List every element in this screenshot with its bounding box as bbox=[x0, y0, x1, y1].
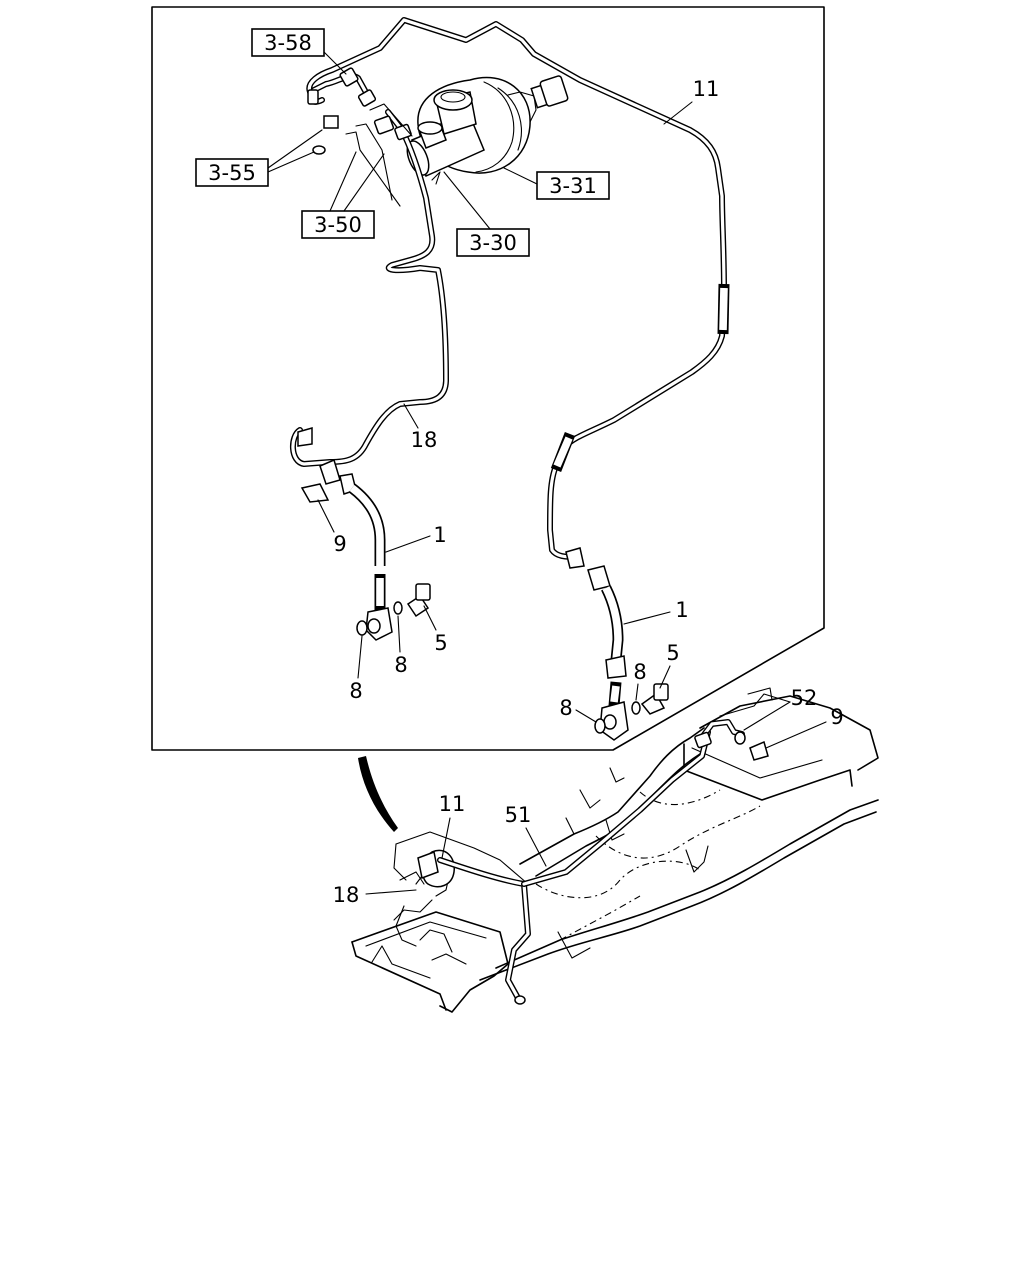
callout-8-left-a: 8 bbox=[394, 653, 407, 677]
ref-box-3-50[interactable]: 3-50 bbox=[301, 210, 375, 239]
leader-5-right bbox=[659, 665, 671, 689]
leader-5-left bbox=[423, 605, 437, 631]
callout-1-left: 1 bbox=[433, 523, 446, 547]
ref-box-label: 3-50 bbox=[314, 213, 362, 237]
leader-52 bbox=[743, 701, 791, 731]
chassis-frame bbox=[351, 687, 879, 1013]
callout-18-bottom: 18 bbox=[333, 883, 360, 907]
callout-52: 52 bbox=[791, 686, 818, 710]
master-cylinder bbox=[406, 89, 485, 185]
leader-8-right-a bbox=[635, 683, 639, 701]
leader-9-left bbox=[317, 499, 335, 533]
right-banjo-bolt-and-washers bbox=[594, 683, 669, 734]
detail-pointer-arrow bbox=[358, 756, 398, 832]
callout-5-left: 5 bbox=[434, 631, 447, 655]
leader-1-right bbox=[623, 611, 671, 625]
rear-brake-pipe-11 bbox=[547, 283, 730, 560]
leader-8-right-b bbox=[575, 709, 597, 723]
ref-box-label: 3-30 bbox=[469, 231, 517, 255]
callout-1-right: 1 bbox=[675, 598, 688, 622]
ref-box-3-31[interactable]: 3-31 bbox=[536, 171, 610, 200]
leader-18-bottom bbox=[365, 889, 417, 895]
ref-box-3-30[interactable]: 3-30 bbox=[456, 228, 530, 257]
right-brake-hose-assembly bbox=[565, 547, 629, 741]
callout-9-left: 9 bbox=[333, 532, 346, 556]
leader-51 bbox=[525, 827, 547, 867]
left-banjo-bolt-and-washers bbox=[356, 583, 431, 636]
callout-11-top: 11 bbox=[693, 77, 720, 101]
ref-box-label: 3-55 bbox=[208, 161, 256, 185]
callout-18-top: 18 bbox=[411, 428, 438, 452]
callout-11-bottom: 11 bbox=[439, 792, 466, 816]
leader-1-left bbox=[385, 535, 431, 553]
leader-11-top bbox=[663, 101, 693, 125]
leader-8-left-a bbox=[397, 615, 401, 653]
ref-box-3-58[interactable]: 3-58 bbox=[251, 28, 325, 57]
callout-8-right-b: 8 bbox=[559, 696, 572, 720]
left-brake-hose-assembly bbox=[297, 427, 393, 641]
ref-box-label: 3-58 bbox=[264, 31, 312, 55]
callout-8-right-a: 8 bbox=[633, 660, 646, 684]
callout-5-right: 5 bbox=[666, 641, 679, 665]
callout-51: 51 bbox=[505, 803, 532, 827]
ref-leader-lines bbox=[267, 51, 538, 230]
leader-18-top bbox=[403, 403, 419, 429]
detail-frame bbox=[151, 6, 825, 751]
leader-8-left-b bbox=[357, 635, 363, 679]
ref-box-3-55[interactable]: 3-55 bbox=[195, 158, 269, 187]
leader-9-right bbox=[765, 721, 827, 749]
leader-11-bottom bbox=[441, 817, 451, 859]
front-brake-pipe-18 bbox=[290, 109, 449, 467]
callout-8-left-b: 8 bbox=[349, 679, 362, 703]
ref-box-label: 3-31 bbox=[549, 174, 597, 198]
callout-9-right: 9 bbox=[830, 705, 843, 729]
